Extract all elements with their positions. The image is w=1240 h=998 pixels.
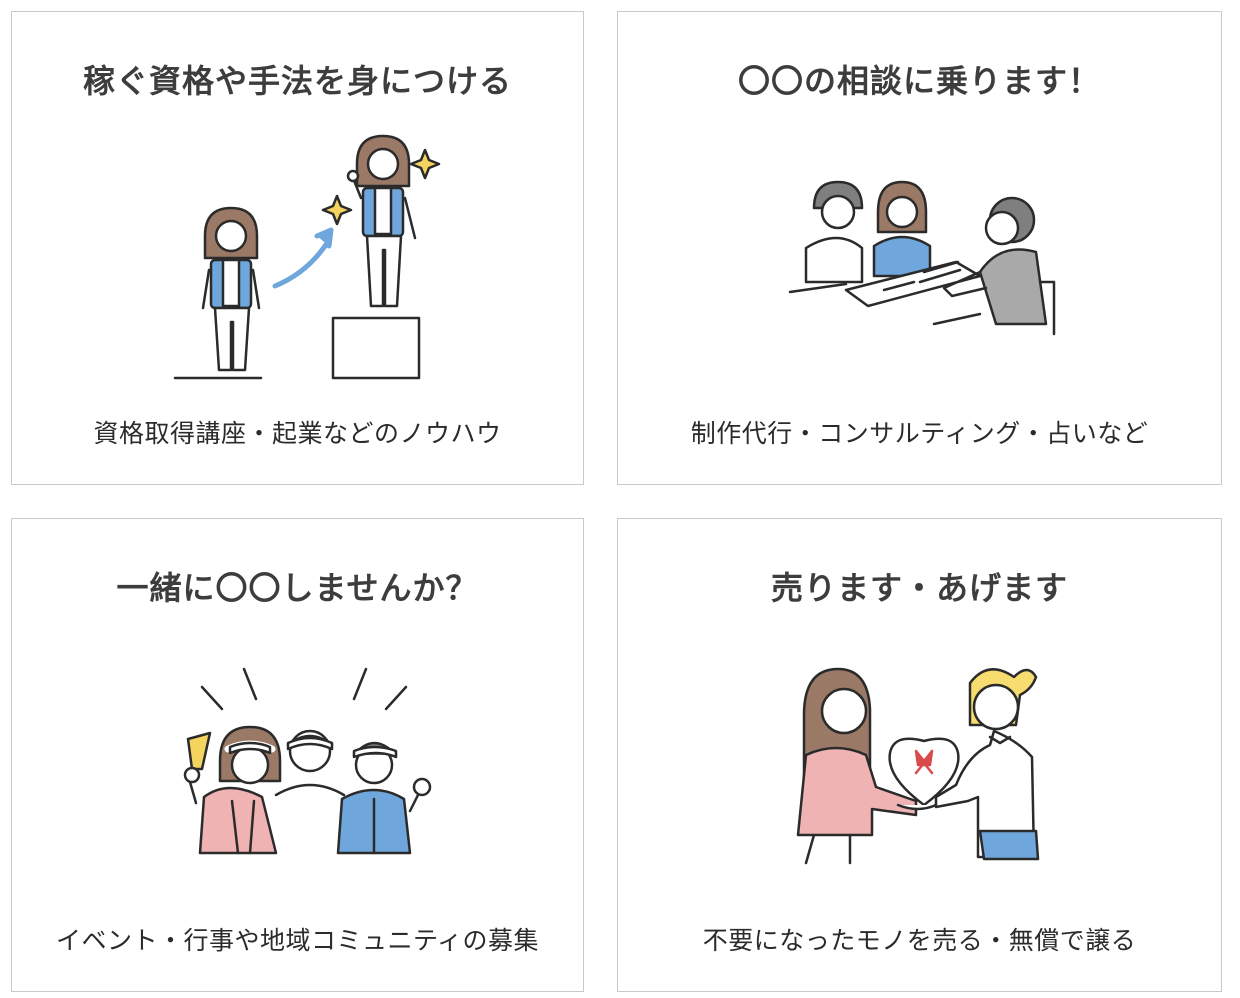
category-card-recruit[interactable]: 一緒に〇〇しませんか？ bbox=[11, 518, 584, 992]
cheering-group-icon bbox=[170, 665, 440, 859]
category-card-consultation[interactable]: 〇〇の相談に乗ります！ bbox=[617, 11, 1222, 485]
gift-handover-icon bbox=[784, 655, 1064, 867]
category-card-sell-give[interactable]: 売ります・あげます bbox=[617, 518, 1222, 992]
card-caption: 資格取得講座・起業などのノウハウ bbox=[93, 419, 502, 448]
category-card-skills[interactable]: 稼ぐ資格や手法を身につける bbox=[11, 11, 584, 485]
card-title: 一緒に〇〇しませんか？ bbox=[116, 569, 479, 607]
consultation-meeting-icon bbox=[784, 172, 1064, 342]
card-caption: 制作代行・コンサルティング・占いなど bbox=[690, 419, 1149, 448]
card-title: 稼ぐ資格や手法を身につける bbox=[82, 62, 512, 100]
level-up-person-icon bbox=[167, 124, 447, 386]
card-caption: 不要になったモノを売る・無償で譲る bbox=[702, 926, 1137, 955]
card-title: 〇〇の相談に乗ります！ bbox=[737, 62, 1101, 100]
card-caption: イベント・行事や地域コミュニティの募集 bbox=[55, 926, 539, 955]
card-title: 売ります・あげます bbox=[770, 569, 1068, 607]
